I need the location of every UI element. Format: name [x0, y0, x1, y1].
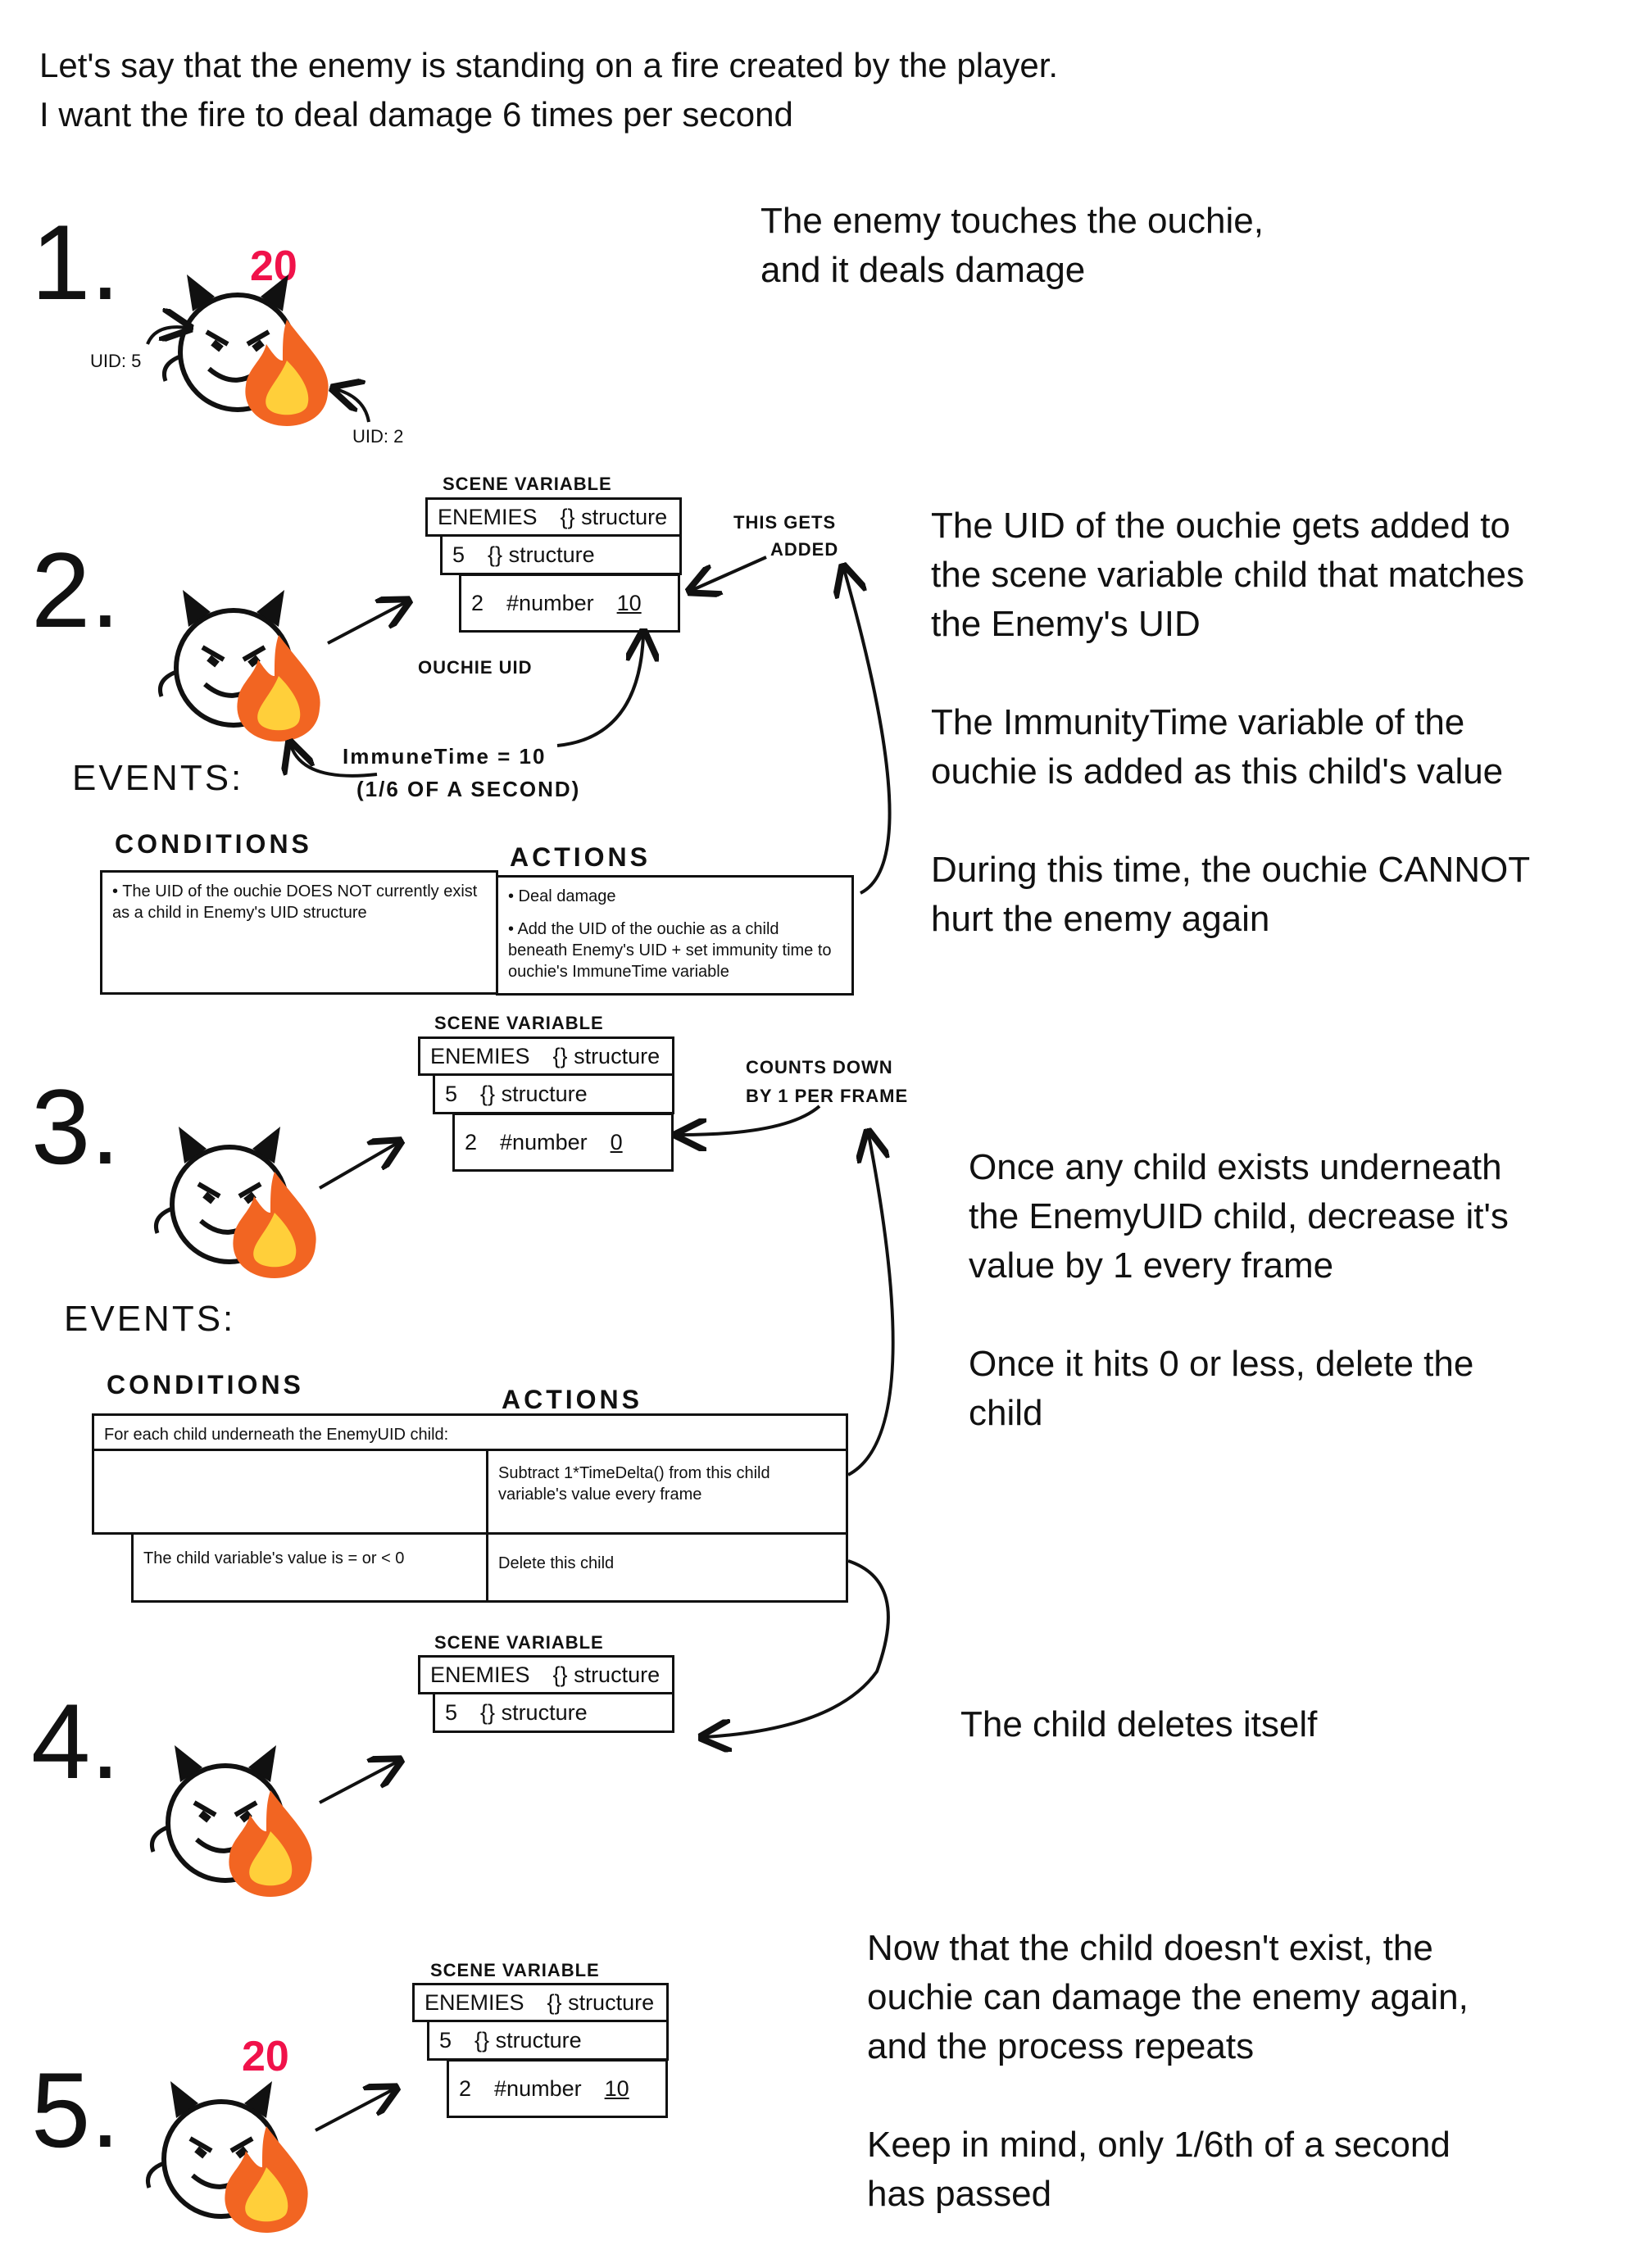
action-deal-damage: • Deal damage: [508, 887, 616, 905]
var-type: {} structure: [474, 2027, 582, 2053]
enemy-step-1: [164, 274, 329, 426]
intro-line-1: Let's say that the enemy is standing on …: [39, 46, 1059, 84]
var-type: {} structure: [560, 504, 668, 529]
var-name: ENEMIES: [438, 504, 538, 529]
step-3-text-2: the EnemyUID child, decrease it's: [969, 1196, 1509, 1236]
enemy-uid-row: 5 {} structure: [433, 1692, 674, 1733]
var-name: ENEMIES: [430, 1043, 530, 1068]
subtract-action-cell: Subtract 1*TimeDelta() from this child v…: [486, 1449, 848, 1535]
var-value: 10: [616, 590, 642, 615]
enemy-uid-row: 5 {} structure: [427, 2020, 669, 2061]
immune-time-note: ImmuneTime = 10: [343, 744, 547, 769]
var-name: ENEMIES: [430, 1662, 530, 1687]
var-name: 5: [445, 1699, 458, 1725]
ouchie-uid-row: 2 #number 0: [452, 1113, 674, 1172]
step-2-text-2: the scene variable child that matches: [931, 555, 1524, 595]
enemies-row: ENEMIES {} structure: [418, 1036, 674, 1076]
conditions-label: CONDITIONS: [107, 1370, 304, 1399]
enemy-step-5: [148, 2081, 308, 2233]
var-type: {} structure: [480, 1699, 588, 1725]
ouchie-uid-row: 2 #number 10: [447, 2059, 668, 2118]
var-type: {} structure: [480, 1081, 588, 1106]
intro-line-2: I want the fire to deal damage 6 times p…: [39, 95, 793, 134]
var-name: 5: [439, 2027, 452, 2053]
step-2-text-5: ouchie is added as this child's value: [931, 751, 1504, 792]
step-5-text-3: and the process repeats: [867, 2026, 1255, 2066]
var-value: 0: [610, 1129, 623, 1154]
var-name: 5: [445, 1081, 458, 1106]
var-type: #number: [500, 1129, 588, 1154]
step-4-text: The child deletes itself: [960, 1704, 1318, 1744]
counts-down-label-1: COUNTS DOWN: [746, 1057, 893, 1077]
step-3-number: 3.: [31, 1067, 120, 1186]
var-value: 10: [604, 2075, 629, 2101]
step-3-text-4: Once it hits 0 or less, delete the: [969, 1344, 1474, 1384]
actions-label: ACTIONS: [510, 842, 651, 872]
scene-variable-label: SCENE VARIABLE: [430, 1960, 600, 1980]
step-5-text-1: Now that the child doesn't exist, the: [867, 1928, 1433, 1968]
scene-variable-label: SCENE VARIABLE: [434, 1013, 604, 1033]
var-name: 5: [452, 542, 465, 567]
enemy-uid-row: 5 {} structure: [440, 534, 682, 575]
delete-child-action-cell: Delete this child: [486, 1532, 848, 1603]
enemy-step-3: [156, 1127, 316, 1278]
step-3-text-3: value by 1 every frame: [969, 1245, 1334, 1286]
actions-label: ACTIONS: [502, 1385, 642, 1414]
enemies-row: ENEMIES {} structure: [412, 1983, 669, 2022]
var-name: 2: [471, 590, 484, 615]
var-name: ENEMIES: [425, 1989, 524, 2015]
damage-number: 20: [242, 2033, 289, 2080]
var-type: {} structure: [552, 1662, 661, 1687]
step-2-number: 2.: [31, 530, 120, 650]
scene-variable-label: SCENE VARIABLE: [434, 1632, 604, 1653]
actions-cell: • Deal damage • Add the UID of the ouchi…: [496, 875, 854, 996]
events-label: EVENTS:: [64, 1299, 236, 1339]
step-3-text-1: Once any child exists underneath: [969, 1147, 1502, 1187]
conditions-label: CONDITIONS: [115, 829, 312, 859]
var-name: 2: [459, 2075, 472, 2101]
child-value-condition-cell: The child variable's value is = or < 0: [131, 1532, 488, 1603]
step-5-text-4: Keep in mind, only 1/6th of a second: [867, 2125, 1451, 2165]
step-2-text-4: The ImmunityTime variable of the: [931, 702, 1465, 742]
step-1-text-1: The enemy touches the ouchie,: [760, 201, 1264, 241]
condition-cell: • The UID of the ouchie DOES NOT current…: [100, 870, 498, 995]
ouchie-uid-row: 2 #number 10: [459, 574, 680, 633]
enemy-step-4: [152, 1745, 312, 1897]
step-3-text-5: child: [969, 1393, 1043, 1433]
step-1-text-2: and it deals damage: [760, 250, 1086, 290]
damage-number: 20: [250, 243, 297, 290]
step-5-number: 5.: [31, 2050, 120, 2170]
var-type: {} structure: [488, 542, 595, 567]
enemy-step-2: [160, 590, 320, 742]
step-5-text-2: ouchie can damage the enemy again,: [867, 1977, 1469, 2017]
step-2-text-1: The UID of the ouchie gets added to: [931, 506, 1510, 546]
enemy-uid-row: 5 {} structure: [433, 1073, 674, 1114]
step-2-text-7: hurt the enemy again: [931, 899, 1270, 939]
var-type: #number: [506, 590, 594, 615]
ouchie-uid-note: OUCHIE UID: [418, 657, 533, 678]
step-2-text-3: the Enemy's UID: [931, 604, 1201, 644]
var-type: {} structure: [547, 1989, 655, 2015]
step-4-number: 4.: [31, 1681, 120, 1801]
scene-variable-label: SCENE VARIABLE: [443, 474, 612, 494]
var-type: #number: [494, 2075, 582, 2101]
for-each-divider: [92, 1413, 848, 1451]
step-5-text-5: has passed: [867, 2174, 1052, 2214]
step-1-number: 1.: [31, 202, 120, 322]
events-label: EVENTS:: [72, 758, 244, 798]
enemies-row: ENEMIES {} structure: [425, 497, 682, 537]
immune-time-note-2: (1/6 OF A SECOND): [356, 777, 581, 801]
ouchie-uid-label: UID: 2: [352, 426, 404, 447]
counts-down-label-2: BY 1 PER FRAME: [746, 1086, 909, 1106]
step-2-text-6: During this time, the ouchie CANNOT: [931, 850, 1531, 890]
var-type: {} structure: [552, 1043, 661, 1068]
var-name: 2: [465, 1129, 478, 1154]
gets-added-label-1: THIS GETS: [733, 512, 837, 533]
gets-added-label-2: ADDED: [770, 539, 839, 560]
enemy-uid-label: UID: 5: [90, 351, 142, 371]
enemies-row: ENEMIES {} structure: [418, 1655, 674, 1694]
action-add-uid: • Add the UID of the ouchie as a child b…: [508, 920, 832, 981]
for-each-condition: For each child underneath the EnemyUID c…: [104, 1426, 449, 1444]
